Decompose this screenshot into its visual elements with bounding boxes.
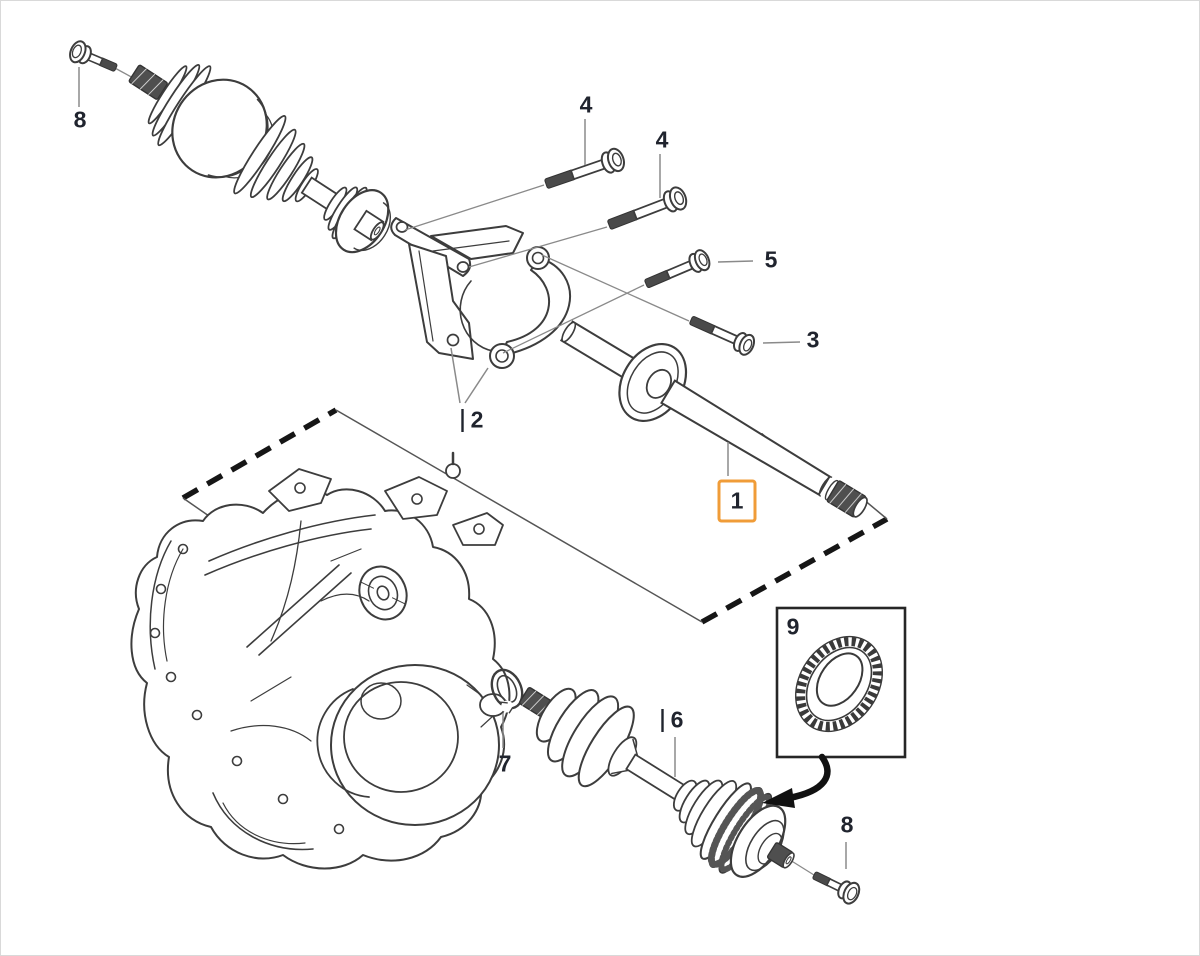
callout-4-bracket-bolt-b[interactable]: 4 <box>655 126 669 153</box>
flange-bolt-top-left <box>66 37 122 80</box>
callout-5-clamp-bolt-upper[interactable]: 5 <box>764 246 778 273</box>
callout-6-drive-shaft[interactable]: 6 <box>670 706 684 733</box>
inset-pointer-arrow <box>762 753 831 808</box>
bracket-bolt-b <box>603 184 691 237</box>
callout-1-intermediate-shaft-selected[interactable]: 1 <box>717 479 757 523</box>
flange-bolt-bottom-right <box>808 864 864 908</box>
callout-3-clamp-bolt-lower[interactable]: 3 <box>806 326 820 353</box>
callout-4-bracket-bolt-a[interactable]: 4 <box>579 91 593 118</box>
reluctor-ring-inset-box <box>775 606 907 759</box>
clamp-bolt-upper <box>640 246 714 295</box>
snap-ring <box>490 668 524 714</box>
right-drive-shaft <box>519 686 795 878</box>
callout-8-bottom-right[interactable]: 8 <box>840 811 854 838</box>
bolt-axis-lines <box>404 184 815 876</box>
label-tick-marks <box>461 409 664 732</box>
left-drive-shaft <box>128 63 392 254</box>
callout-7-snap-ring[interactable]: 7 <box>498 750 512 777</box>
callout-9-reluctor-ring[interactable]: 9 <box>786 613 800 640</box>
bearing-bracket-assembly <box>390 217 571 369</box>
callout-2-bracket-assembly[interactable]: 2 <box>470 406 484 433</box>
intermediate-shaft <box>559 320 868 518</box>
leader-lines <box>78 67 847 869</box>
callout-8-top-left[interactable]: 8 <box>73 106 87 133</box>
clamp-bolt-lower <box>685 309 758 359</box>
transmission-housing <box>130 451 511 870</box>
reluctor-ring <box>794 635 884 733</box>
